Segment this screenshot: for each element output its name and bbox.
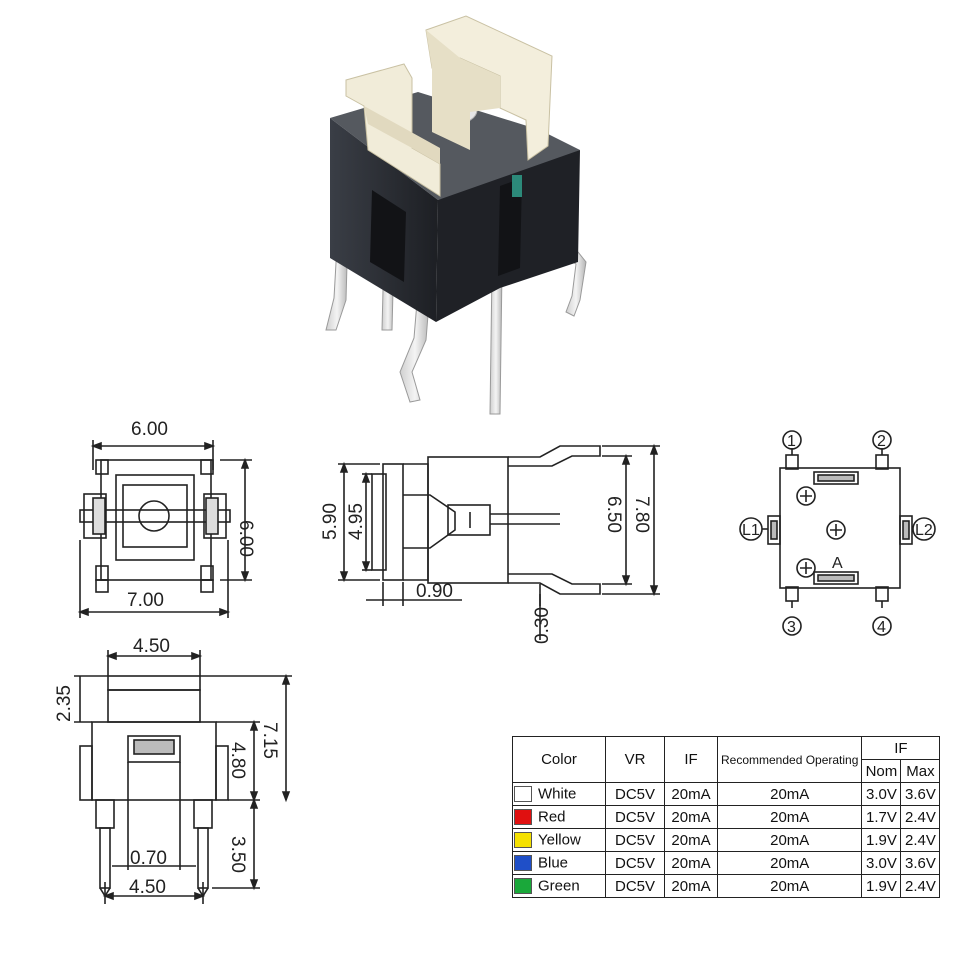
nom-cell: 3.0V	[861, 782, 902, 806]
led-left-label: L1	[742, 522, 760, 539]
dim-side-thickness: 0.30	[532, 607, 553, 644]
color-swatch	[514, 832, 532, 849]
header-nom: Nom	[861, 759, 902, 783]
table-row: Yellow DC5V 20mA 20mA 1.9V 2.4V	[512, 828, 941, 852]
color-name: White	[538, 785, 577, 803]
vr-cell: DC5V	[605, 782, 665, 806]
color-name: Yellow	[538, 831, 581, 849]
header-vr: VR	[605, 736, 665, 783]
pin-layout-drawing	[739, 430, 936, 636]
top-view-drawing	[77, 440, 252, 618]
table-row: Blue DC5V 20mA 20mA 3.0V 3.6V	[512, 851, 941, 875]
max-cell: 2.4V	[900, 805, 941, 829]
led-spec-table: Color VR IF Recommended Operating IF Nom…	[512, 736, 941, 898]
table-row: White DC5V 20mA 20mA 3.0V 3.6V	[512, 782, 941, 806]
max-cell: 2.4V	[900, 874, 941, 898]
dim-front-cap-width: 4.50	[133, 636, 170, 657]
side-view-drawing	[338, 443, 660, 640]
header-color: Color	[512, 736, 606, 783]
if-cell: 20mA	[664, 782, 718, 806]
pin-2-label: 2	[877, 433, 886, 450]
max-cell: 3.6V	[900, 851, 941, 875]
rec-cell: 20mA	[716, 805, 863, 829]
color-cell: Green	[512, 874, 606, 898]
color-swatch	[514, 786, 532, 803]
color-swatch	[514, 809, 532, 826]
color-name: Blue	[538, 854, 569, 872]
color-cell: Red	[512, 805, 606, 829]
color-cell: Yellow	[512, 828, 606, 852]
if-cell: 20mA	[664, 828, 718, 852]
dim-front-body-height: 4.80	[227, 742, 248, 779]
if-cell: 20mA	[664, 874, 718, 898]
vr-cell: DC5V	[605, 828, 665, 852]
if-cell: 20mA	[664, 805, 718, 829]
dim-front-pin-width: 0.70	[130, 848, 167, 869]
dim-front-total-height: 7.15	[259, 722, 280, 759]
color-name: Green	[538, 877, 580, 895]
rec-cell: 20mA	[716, 782, 863, 806]
header-max: Max	[900, 759, 941, 783]
led-right-label: L2	[915, 522, 933, 539]
nom-cell: 3.0V	[861, 851, 902, 875]
rec-cell: 20mA	[716, 874, 863, 898]
dim-side-total-height: 7.80	[631, 496, 652, 533]
nom-cell: 1.9V	[861, 874, 902, 898]
product-photo	[325, 15, 587, 415]
vr-cell: DC5V	[605, 874, 665, 898]
dim-front-pin-length: 3.50	[227, 836, 248, 873]
dim-front-cap-height: 2.35	[54, 685, 75, 722]
vr-cell: DC5V	[605, 851, 665, 875]
dim-side-height-outer: 5.90	[320, 503, 341, 540]
color-cell: White	[512, 782, 606, 806]
header-if: IF	[664, 736, 718, 783]
color-name: Red	[538, 808, 566, 826]
dim-side-total-width: 6.50	[603, 496, 624, 533]
color-swatch	[514, 878, 532, 895]
rec-cell: 20mA	[716, 851, 863, 875]
dim-top-width: 6.00	[131, 419, 168, 440]
color-cell: Blue	[512, 851, 606, 875]
color-swatch	[514, 855, 532, 872]
max-cell: 2.4V	[900, 828, 941, 852]
table-row: Green DC5V 20mA 20mA 1.9V 2.4V	[512, 874, 941, 898]
nom-cell: 1.7V	[861, 805, 902, 829]
front-view-drawing	[74, 650, 292, 904]
max-cell: 3.6V	[900, 782, 941, 806]
header-recommended: Recommended Operating	[716, 736, 863, 783]
header-if-group: IF	[861, 736, 941, 760]
nom-cell: 1.9V	[861, 828, 902, 852]
pin-3-label: 3	[787, 619, 796, 636]
dim-top-height: 6.00	[235, 520, 256, 557]
vr-cell: DC5V	[605, 805, 665, 829]
dim-side-height-inner: 4.95	[346, 503, 367, 540]
if-cell: 20mA	[664, 851, 718, 875]
dim-side-offset: 0.90	[416, 581, 453, 602]
rec-cell: 20mA	[716, 828, 863, 852]
center-label: A	[832, 555, 843, 572]
dim-top-base: 7.00	[127, 590, 164, 611]
pin-1-label: 1	[787, 433, 796, 450]
dim-front-pin-spacing: 4.50	[129, 877, 166, 898]
spec-table-header-row: Color VR IF Recommended Operating IF	[512, 736, 941, 783]
pin-4-label: 4	[877, 619, 886, 636]
table-row: Red DC5V 20mA 20mA 1.7V 2.4V	[512, 805, 941, 829]
switch-cap	[345, 15, 553, 197]
